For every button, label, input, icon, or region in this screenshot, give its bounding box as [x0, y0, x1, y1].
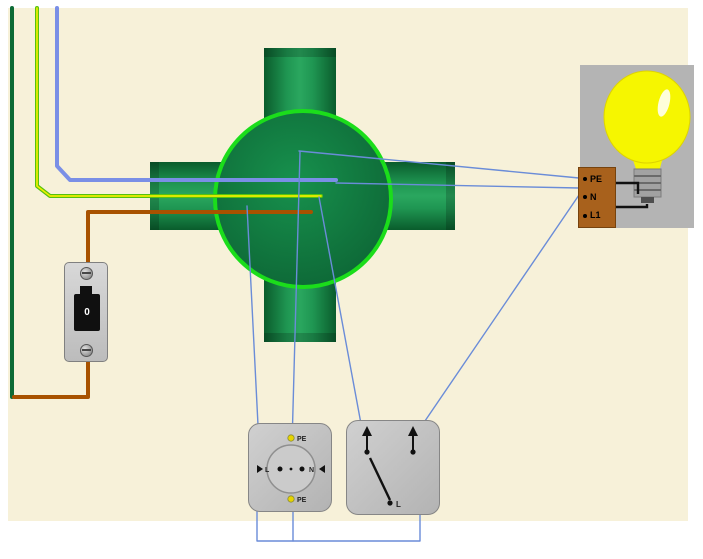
- socket-pin-hole-left[interactable]: [277, 466, 283, 472]
- breaker-lever[interactable]: [80, 286, 92, 295]
- breaker-top-terminal-screw: [80, 267, 93, 280]
- wall-switch[interactable]: L: [346, 420, 440, 515]
- circuit-breaker[interactable]: 0: [64, 262, 108, 362]
- socket-graphic: PE PE L N: [257, 434, 325, 504]
- lamp-internal-wire-n: [616, 181, 640, 194]
- switch-terminal-l[interactable]: [387, 500, 393, 506]
- socket-l-marker-icon: [257, 465, 263, 473]
- socket-pin-hole-right[interactable]: [299, 466, 305, 472]
- terminal-dot: [583, 213, 587, 218]
- switch-graphic: L: [362, 426, 418, 509]
- switch-arrow-right-icon: [408, 426, 418, 436]
- switch-arrow-left-icon: [362, 426, 372, 436]
- screw-slot: [82, 349, 91, 351]
- socket-pe-terminal-bottom[interactable]: [287, 495, 295, 503]
- screw-slot: [82, 272, 91, 274]
- lamp-graphic: [603, 70, 691, 209]
- bulb-glass[interactable]: [603, 70, 691, 164]
- terminal-label-pe: PE: [590, 173, 603, 184]
- socket-n-marker-icon: [319, 465, 325, 473]
- breaker-state-label: 0: [84, 307, 90, 318]
- breaker-bottom-terminal-screw: [80, 344, 93, 357]
- switch-terminal-left[interactable]: [364, 449, 370, 455]
- terminal-dot: [583, 195, 587, 200]
- breaker-toggle[interactable]: 0: [74, 294, 100, 331]
- socket-l-label: L: [265, 467, 270, 474]
- socket-outlet[interactable]: PE PE L N: [248, 423, 332, 512]
- bulb-base-contact: [641, 197, 654, 203]
- socket-pe-bottom-label: PE: [297, 497, 307, 504]
- socket-n-label: N: [309, 467, 314, 474]
- terminal-label-l1: L1: [590, 210, 601, 221]
- bulb-highlight: [657, 89, 671, 117]
- socket-pe-top-label: PE: [297, 436, 307, 443]
- socket-center-dot: [289, 467, 293, 471]
- junction-box-lid[interactable]: [213, 109, 393, 289]
- lamp-terminal-block[interactable]: PE N L1: [578, 167, 616, 228]
- terminal-row-l1[interactable]: L1: [583, 211, 615, 220]
- socket-pe-terminal-top[interactable]: [287, 434, 295, 442]
- lamp-panel[interactable]: PE N L1: [578, 65, 694, 228]
- switch-terminal-right[interactable]: [410, 449, 416, 455]
- switch-l-label: L: [396, 500, 401, 509]
- switch-lever[interactable]: [368, 457, 392, 501]
- terminal-dot: [583, 177, 587, 182]
- terminal-row-n[interactable]: N: [583, 191, 615, 202]
- terminal-label-n: N: [590, 191, 597, 202]
- lamp-internal-wire-l1: [616, 204, 649, 209]
- terminal-row-pe[interactable]: PE: [583, 173, 615, 184]
